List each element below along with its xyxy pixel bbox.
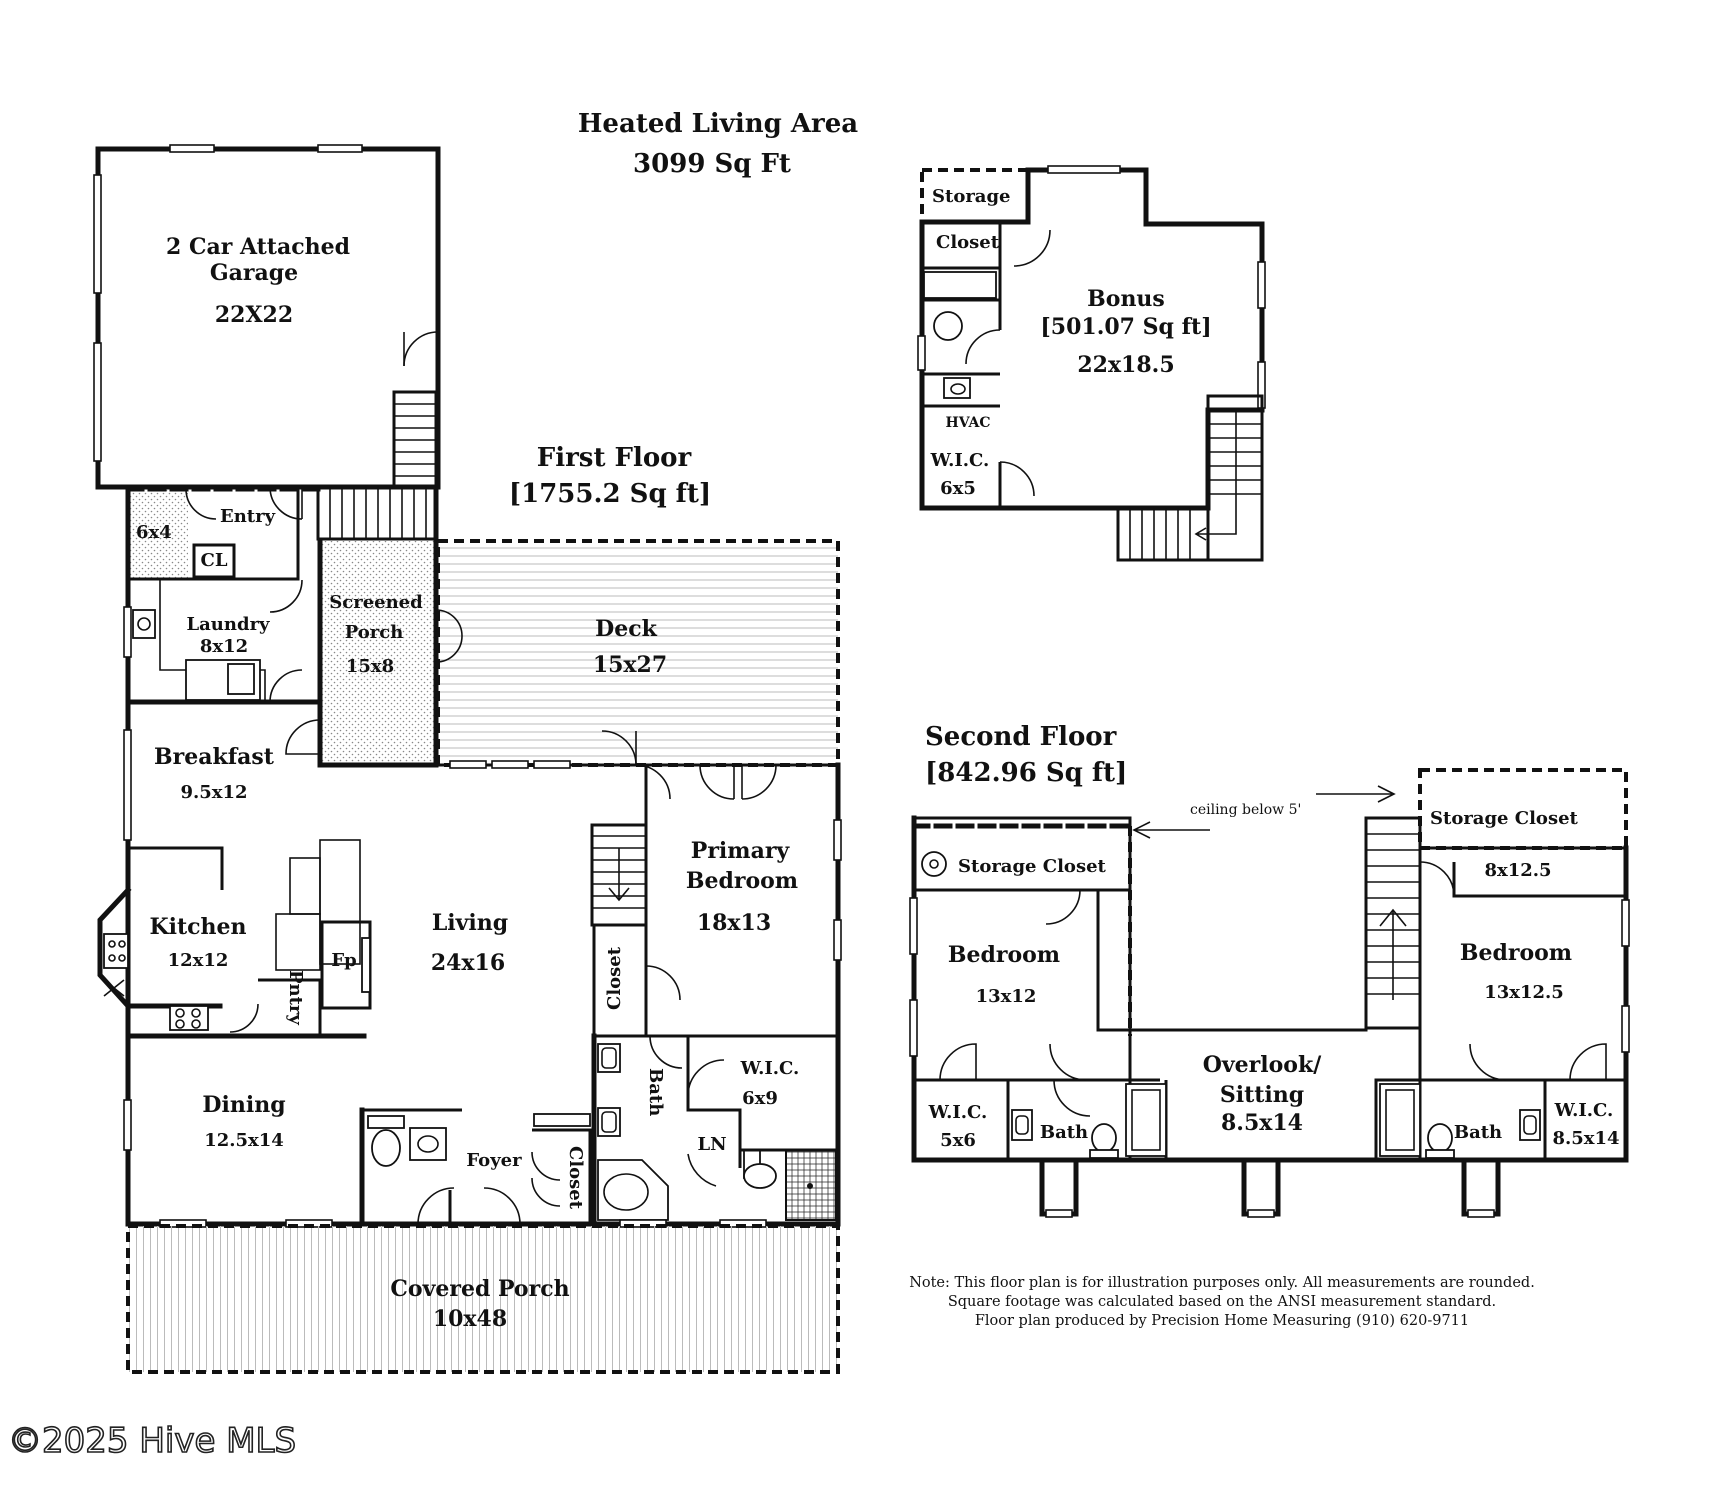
- first-floor-title: First Floor: [537, 443, 692, 473]
- porch-label: Porch: [345, 622, 404, 643]
- primary-bath-label: Bath: [645, 1068, 666, 1116]
- linen-label: LN: [697, 1134, 726, 1155]
- screened-dimensions: 15x8: [346, 656, 394, 677]
- heated-title: Heated Living Area: [578, 109, 858, 139]
- left-bedroom-label: Bedroom: [948, 942, 1060, 968]
- pantry-label: Pntry: [285, 970, 306, 1025]
- bonus-wic-label: W.I.C.: [930, 450, 990, 471]
- bonus-closet-label: Closet: [936, 232, 1000, 253]
- breakfast-label: Breakfast: [154, 744, 275, 770]
- bonus-storage-label: Storage: [932, 186, 1011, 207]
- first-floor-heading: First Floor [1755.2 Sq ft]: [509, 443, 711, 509]
- ceiling-note: ceiling below 5': [1190, 802, 1301, 818]
- screened-label: Screened: [329, 592, 423, 613]
- first-floor-plan: [93, 144, 842, 1374]
- bonus-sqft: [501.07 Sq ft]: [1040, 314, 1211, 340]
- sitting-label: Sitting: [1220, 1082, 1304, 1108]
- dining-label: Dining: [202, 1092, 285, 1118]
- note-line-3: Floor plan produced by Precision Home Me…: [975, 1313, 1469, 1329]
- garage-label-2: Garage: [210, 260, 298, 286]
- bonus-labels: Storage Closet Bonus [501.07 Sq ft] 22x1…: [930, 186, 1212, 499]
- breakfast-dimensions: 9.5x12: [180, 782, 247, 803]
- primary-wic-label: W.I.C.: [740, 1058, 800, 1079]
- left-wic-dimensions: 5x6: [940, 1130, 976, 1151]
- living-label: Living: [432, 910, 508, 936]
- bonus-wic-dimensions: 6x5: [940, 478, 976, 499]
- hvac-label: HVAC: [945, 415, 990, 431]
- primary-wic-dimensions: 6x9: [742, 1088, 778, 1109]
- first-floor-labels: 2 Car Attached Garage 22X22 Entry 6x4 CL…: [136, 234, 799, 1332]
- deck-label: Deck: [595, 616, 657, 642]
- second-floor-sqft: [842.96 Sq ft]: [925, 758, 1127, 788]
- living-dimensions: 24x16: [431, 950, 505, 976]
- deck-dimensions: 15x27: [593, 652, 667, 678]
- heated-area-heading: Heated Living Area 3099 Sq Ft: [578, 109, 858, 179]
- right-storage-dimensions: 8x12.5: [1484, 860, 1551, 881]
- second-floor-title: Second Floor: [925, 722, 1117, 752]
- cl-label: CL: [201, 550, 228, 571]
- second-floor-labels: Storage Closet Storage Closet 8x12.5 Bed…: [928, 808, 1620, 1151]
- stair-closet-label: Closet: [604, 946, 625, 1010]
- fireplace-label: Fp: [331, 950, 356, 971]
- right-bedroom-dimensions: 13x12.5: [1484, 982, 1564, 1003]
- left-wic-label: W.I.C.: [928, 1102, 988, 1123]
- dining-dimensions: 12.5x14: [204, 1130, 284, 1151]
- right-bedroom-label: Bedroom: [1460, 940, 1572, 966]
- right-storage-closet-label: Storage Closet: [1430, 808, 1579, 829]
- primary-label-2: Bedroom: [686, 868, 798, 894]
- garage-label: 2 Car Attached: [166, 234, 350, 260]
- left-storage-closet-label: Storage Closet: [958, 856, 1107, 877]
- mud-dimensions: 6x4: [136, 522, 172, 543]
- overlook-dimensions: 8.5x14: [1221, 1110, 1303, 1136]
- foyer-label: Foyer: [466, 1150, 522, 1171]
- right-bath-label: Bath: [1454, 1122, 1502, 1143]
- copyright-watermark: ©2025 Hive MLS: [8, 1421, 296, 1461]
- left-bath-label: Bath: [1040, 1122, 1088, 1143]
- garage-dimensions: 22X22: [215, 302, 293, 328]
- left-bedroom-dimensions: 13x12: [976, 986, 1037, 1007]
- kitchen-label: Kitchen: [149, 914, 246, 940]
- covered-porch-label: Covered Porch: [390, 1276, 569, 1302]
- kitchen-dimensions: 12x12: [168, 950, 229, 971]
- entry-label: Entry: [220, 506, 276, 527]
- heated-sqft: 3099 Sq Ft: [633, 149, 791, 179]
- primary-dimensions: 18x13: [697, 910, 771, 936]
- note-line-1: Note: This floor plan is for illustratio…: [909, 1275, 1535, 1291]
- note-line-2: Square footage was calculated based on t…: [948, 1294, 1496, 1310]
- second-floor-plan: ceiling below 5': [909, 768, 1630, 1218]
- primary-label: Primary: [691, 838, 791, 864]
- laundry-dimensions: 8x12: [200, 636, 248, 657]
- bonus-floor-plan: [917, 165, 1266, 562]
- bonus-label: Bonus: [1087, 286, 1165, 312]
- bonus-dimensions: 22x18.5: [1077, 352, 1174, 378]
- first-floor-sqft: [1755.2 Sq ft]: [509, 479, 711, 509]
- disclaimer-note: Note: This floor plan is for illustratio…: [909, 1275, 1535, 1329]
- right-wic-label: W.I.C.: [1554, 1100, 1614, 1121]
- overlook-label: Overlook/: [1203, 1052, 1322, 1078]
- foyer-closet-label: Closet: [565, 1146, 586, 1210]
- second-floor-heading: Second Floor [842.96 Sq ft]: [925, 722, 1127, 788]
- right-wic-dimensions: 8.5x14: [1552, 1128, 1619, 1149]
- covered-porch-dimensions: 10x48: [433, 1306, 507, 1332]
- laundry-label: Laundry: [186, 614, 270, 635]
